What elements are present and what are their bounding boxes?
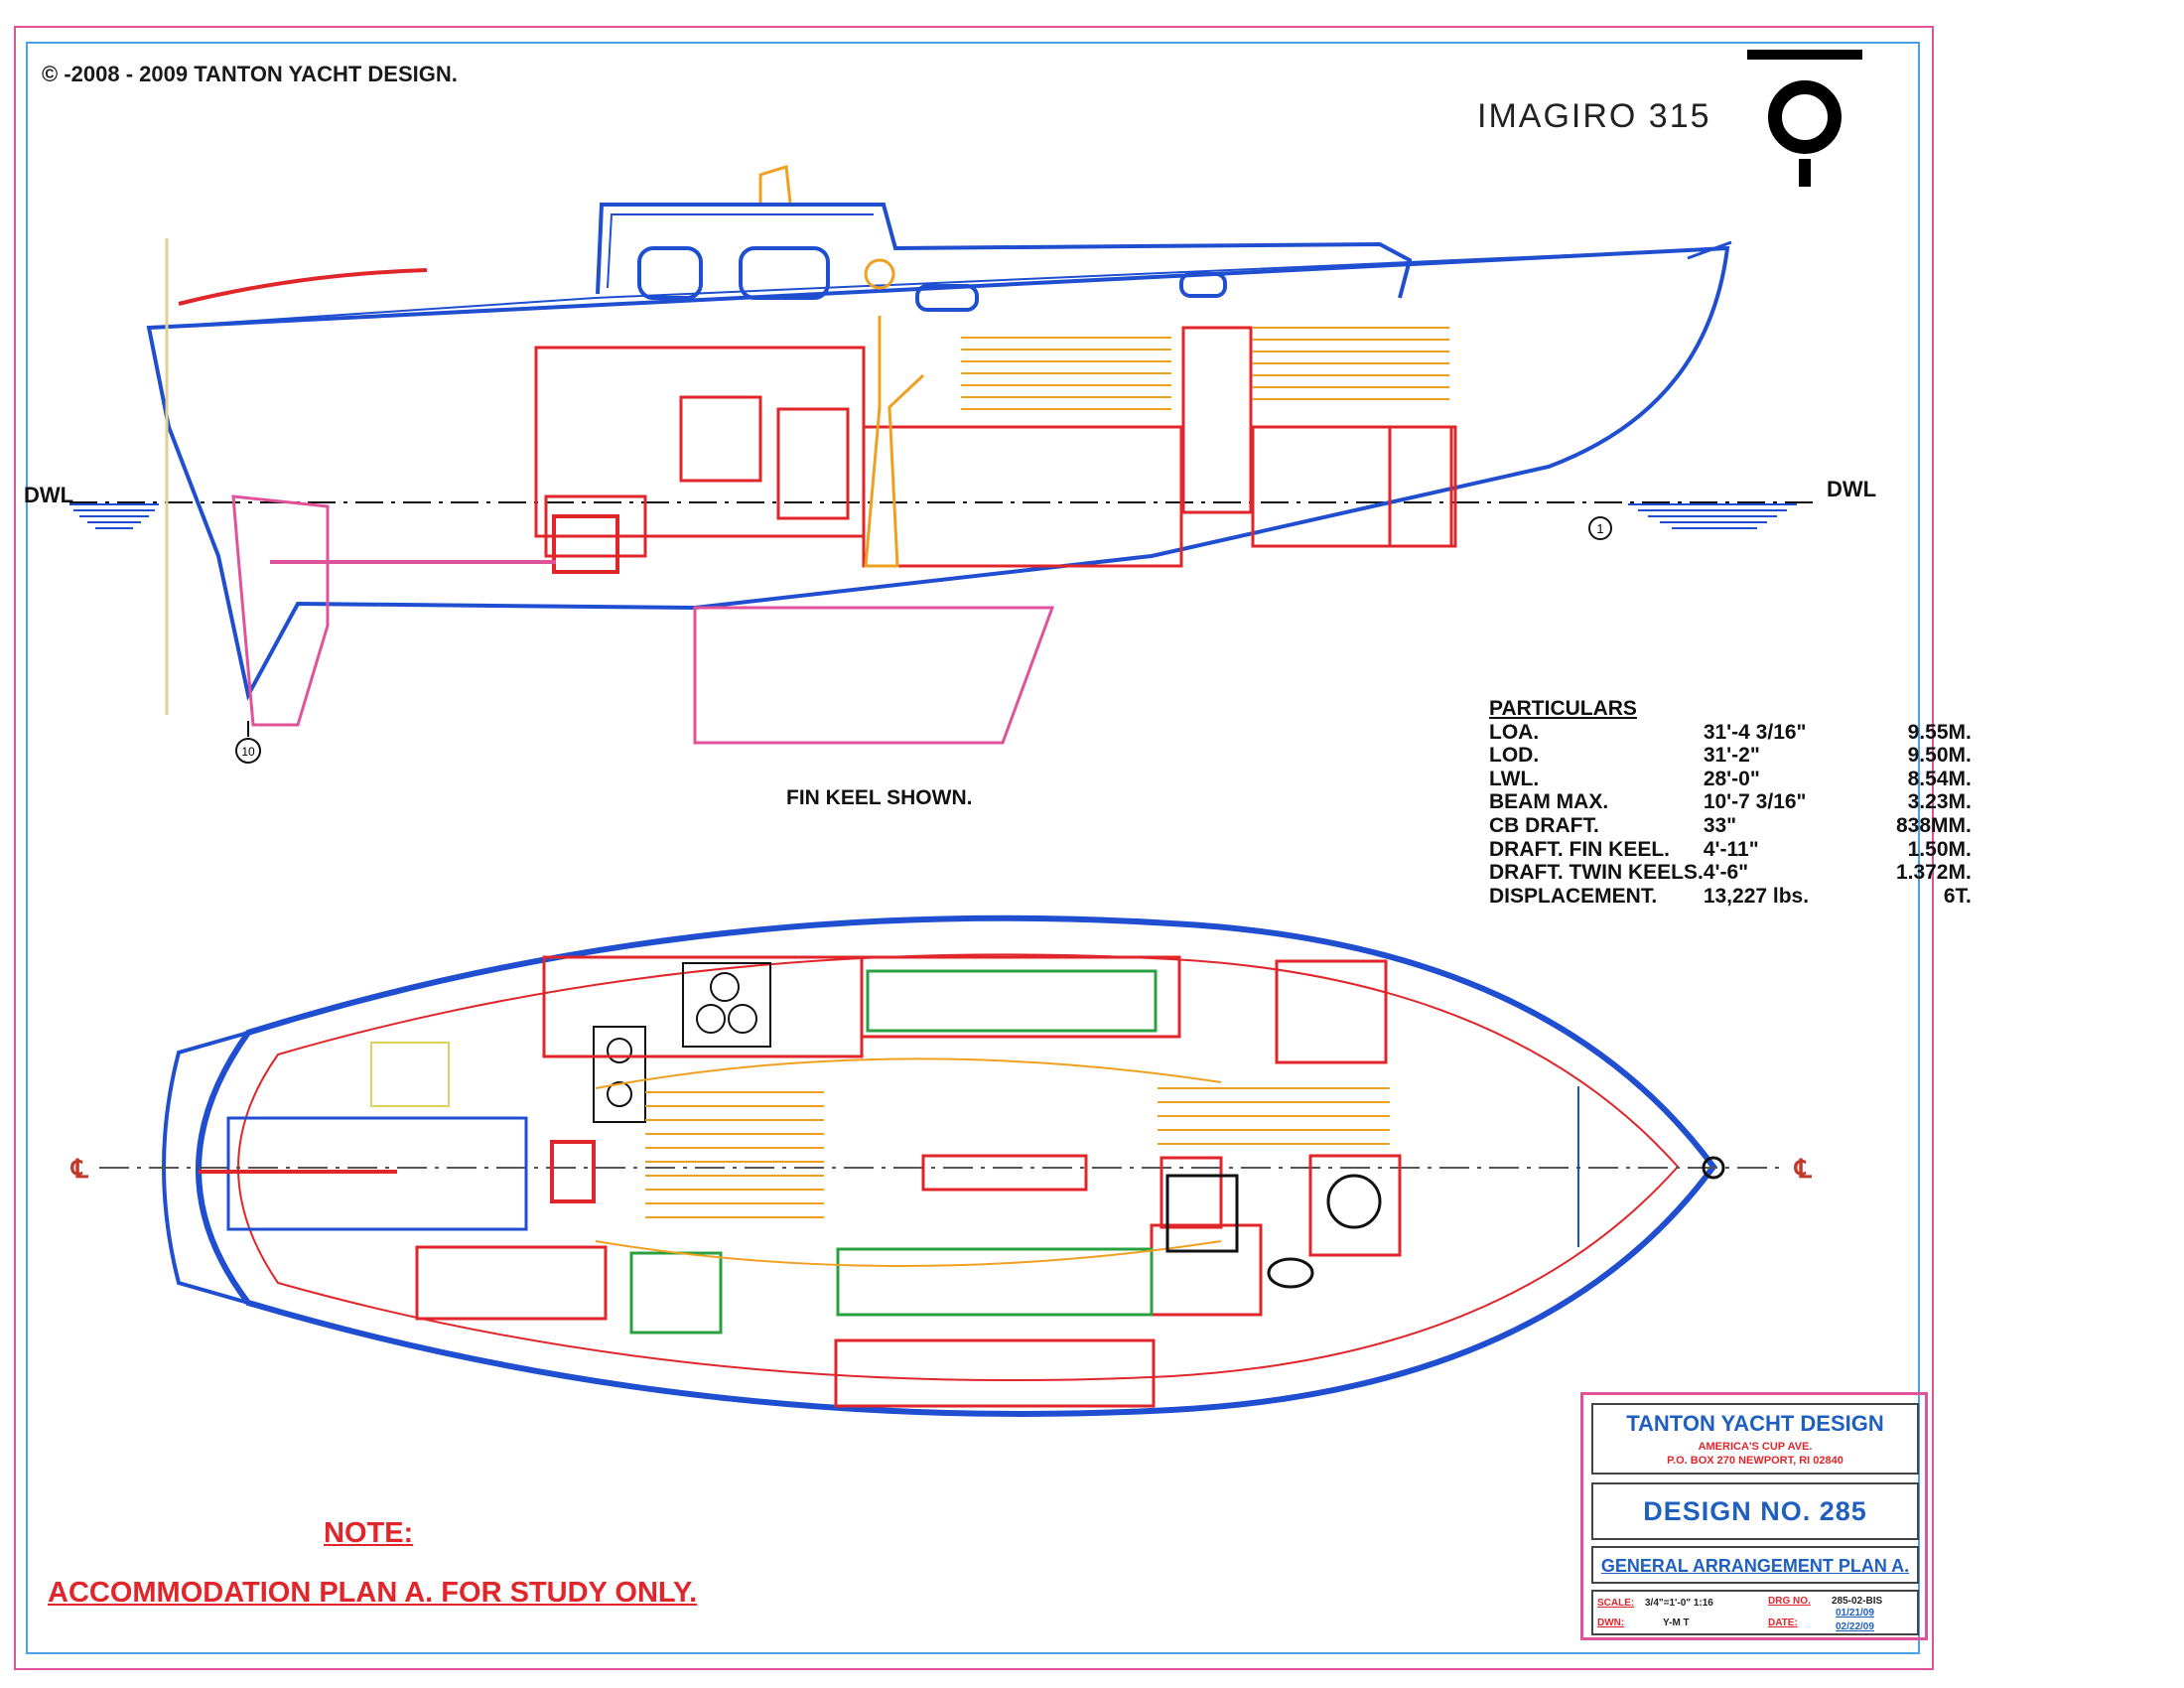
callout-1: 1 <box>1596 521 1603 536</box>
tanton-logo <box>1747 50 1862 187</box>
drawn-label: DWN: <box>1597 1618 1625 1628</box>
firm-box: TANTON YACHT DESIGN AMERICA'S CUP AVE. P… <box>1591 1403 1919 1475</box>
design-number-box: DESIGN NO. 285 <box>1591 1482 1919 1540</box>
firm-address-1: AMERICA'S CUP AVE. <box>1698 1441 1813 1453</box>
particular-metric: 8.54M. <box>1907 767 1972 790</box>
date-label: DATE: <box>1768 1618 1798 1628</box>
engine-plan <box>550 1140 596 1203</box>
design-number: DESIGN NO. 285 <box>1643 1496 1867 1526</box>
particular-imperial: 31'-4 3/16" <box>1703 720 1807 744</box>
fin-keel <box>693 606 1055 745</box>
particulars-row: DRAFT. TWIN KEELS.4'-6" 1.372M. <box>1489 861 1972 885</box>
particular-imperial: 4'-11" <box>1703 837 1759 861</box>
drawn-value: Y-M T <box>1663 1618 1690 1628</box>
title-block: TANTON YACHT DESIGN AMERICA'S CUP AVE. P… <box>1580 1392 1928 1640</box>
particular-metric: 6T. <box>1943 884 1972 908</box>
particulars-row: DRAFT. FIN KEEL. 4'-11" 1.50M. <box>1489 838 1972 862</box>
outer-border <box>14 26 1934 1670</box>
dwl-label-fwd: DWL <box>1827 477 1877 501</box>
toilet <box>1326 1174 1382 1229</box>
hull-plan-outline <box>196 914 1717 1417</box>
drg-value: 285-02-BIS <box>1832 1596 1883 1607</box>
particulars-row: LOD. 31'-2" 9.50M. <box>1489 744 1972 768</box>
particular-label: BEAM MAX. <box>1489 790 1609 814</box>
waterline-hatching-fwd <box>1628 503 1797 529</box>
particular-label: DRAFT. TWIN KEELS. <box>1489 861 1704 885</box>
dwl-label-aft: DWL <box>24 483 74 507</box>
particulars-row: CB DRAFT. 33" 838MM. <box>1489 814 1972 838</box>
particular-imperial: 33" <box>1703 813 1737 837</box>
particular-metric: 3.23M. <box>1907 790 1972 814</box>
particulars-row: DISPLACEMENT. 13,227 lbs. 6T. <box>1489 885 1972 909</box>
rudder <box>231 494 330 727</box>
waterline-hatching-aft <box>69 503 159 529</box>
particular-imperial: 4'-6" <box>1703 861 1749 885</box>
particular-label: LOD. <box>1489 744 1540 768</box>
particular-label: LWL. <box>1489 767 1540 790</box>
particular-metric: 9.50M. <box>1907 744 1972 768</box>
centerline-mark-fwd: ℄ <box>1795 1154 1812 1184</box>
centerline-mark-aft: ℄ <box>71 1154 88 1184</box>
hull-profile <box>146 245 1730 701</box>
firm-name: TANTON YACHT DESIGN <box>1626 1411 1884 1436</box>
particular-metric: 9.55M. <box>1907 720 1972 744</box>
particular-label: DISPLACEMENT. <box>1489 884 1658 908</box>
particulars-table: PARTICULARS LOA. 31'-4 3/16" 9.55M. LOD. 31'… <box>1489 697 1972 908</box>
particular-label: LOA. <box>1489 720 1540 744</box>
particular-imperial: 10'-7 3/16" <box>1703 790 1807 814</box>
note-text: ACCOMMODATION PLAN A. FOR STUDY ONLY. <box>48 1577 698 1609</box>
plan-view <box>99 914 1787 1417</box>
particular-label: DRAFT. FIN KEEL. <box>1489 837 1670 861</box>
plan-sole-planking <box>645 1087 1390 1218</box>
cabin-trunk <box>596 203 1413 299</box>
profile-sole-planking <box>961 327 1449 410</box>
inner-border <box>26 42 1920 1654</box>
firm-address-2: P.O. BOX 270 NEWPORT, RI 02840 <box>1667 1455 1843 1467</box>
galley <box>593 962 771 1123</box>
copyright-notice: © -2008 - 2009 TANTON YACHT DESIGN. <box>42 62 458 86</box>
callout-10: 10 <box>241 745 255 759</box>
scale-label: SCALE: <box>1597 1598 1635 1609</box>
profile-joinery <box>534 326 1457 568</box>
particular-metric: 838MM. <box>1895 813 1972 837</box>
particular-imperial: 28'-0" <box>1703 767 1760 790</box>
particulars-row: LOA. 31'-4 3/16" 9.55M. <box>1489 721 1972 745</box>
particular-metric: 1.372M. <box>1895 861 1972 885</box>
plan-joinery <box>415 955 1402 1408</box>
particulars-row: BEAM MAX. 10'-7 3/16" 3.23M. <box>1489 790 1972 814</box>
note-heading: NOTE: <box>324 1517 414 1549</box>
human-figure <box>864 258 925 568</box>
particulars-heading: PARTICULARS <box>1489 697 1637 720</box>
particular-label: CB DRAFT. <box>1489 813 1599 837</box>
date-2: 02/22/09 <box>1836 1621 1874 1632</box>
engine <box>552 514 619 574</box>
particular-metric: 1.50M. <box>1907 837 1972 861</box>
shower-grate <box>1165 1174 1239 1253</box>
particulars-row: LWL. 28'-0" 8.54M. <box>1489 768 1972 791</box>
settee-upholstery <box>629 969 1158 1335</box>
drawing-info-box: SCALE: 3/4"=1'-0" 1:16 DWN: Y-M T DRG NO… <box>1591 1590 1919 1635</box>
particular-imperial: 13,227 lbs. <box>1703 884 1810 908</box>
fin-keel-note: FIN KEEL SHOWN. <box>786 786 973 809</box>
drg-label: DRG NO. <box>1768 1596 1811 1607</box>
particular-imperial: 31'-2" <box>1703 744 1760 768</box>
head-sink <box>1267 1257 1314 1289</box>
date-1: 01/21/09 <box>1836 1608 1874 1618</box>
plan-title-box: GENERAL ARRANGEMENT PLAN A. <box>1591 1546 1919 1584</box>
profile-view: 1 10 <box>69 165 1817 764</box>
model-name: IMAGIRO 315 <box>1477 97 1711 135</box>
plan-title: GENERAL ARRANGEMENT PLAN A. <box>1600 1556 1910 1576</box>
scale-value: 3/4"=1'-0" 1:16 <box>1645 1598 1713 1609</box>
